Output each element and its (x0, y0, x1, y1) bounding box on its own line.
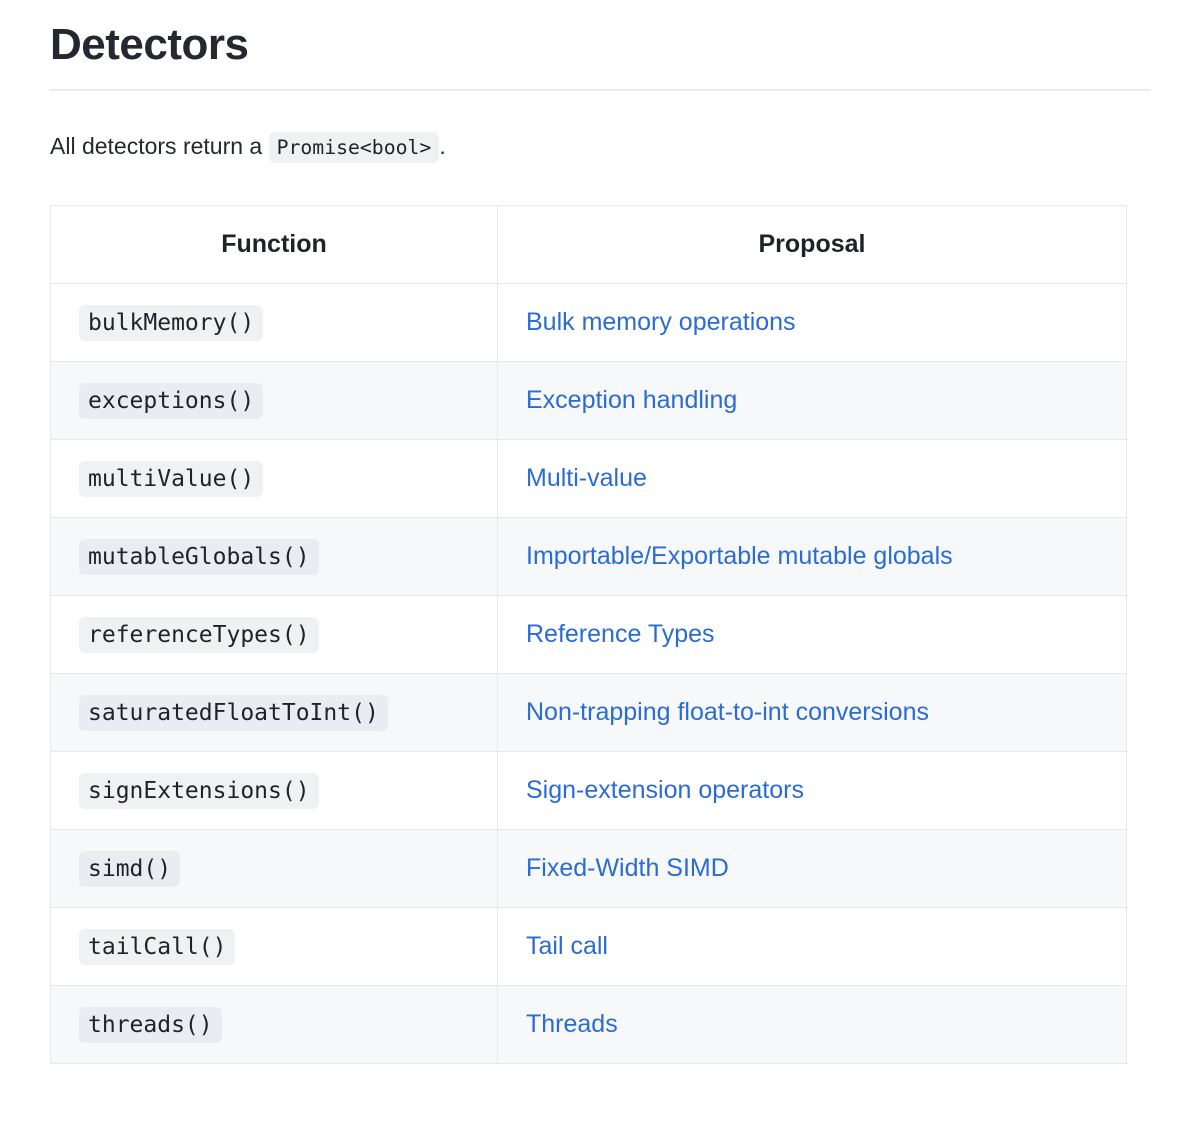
function-cell: exceptions() (50, 361, 498, 441)
table-head: Function Proposal (50, 205, 1127, 285)
function-code-chip: mutableGlobals() (79, 538, 319, 575)
table-row: threads() Threads (50, 985, 1127, 1065)
proposal-cell: Exception handling (497, 361, 1127, 441)
detectors-table: Function Proposal bulkMemory() Bulk memor… (50, 205, 1127, 1065)
function-code-chip: tailCall() (79, 928, 236, 965)
table-body: bulkMemory() Bulk memory operations except… (50, 283, 1127, 1065)
intro-text: All detectors return a (50, 132, 263, 159)
function-code-chip: exceptions() (79, 382, 264, 419)
function-cell: tailCall() (50, 907, 498, 987)
table-row: exceptions() Exception handling (50, 361, 1127, 441)
proposal-link[interactable]: Reference Types (526, 620, 715, 649)
function-code-chip: simd() (79, 850, 181, 887)
proposal-cell: Non-trapping float-to-int conversions (497, 673, 1127, 753)
proposal-cell: Fixed-Width SIMD (497, 829, 1127, 909)
proposal-cell: Threads (497, 985, 1127, 1065)
function-cell: bulkMemory() (50, 283, 498, 363)
table-row: simd() Fixed-Width SIMD (50, 829, 1127, 909)
function-code-chip: multiValue() (79, 460, 264, 497)
proposal-link[interactable]: Bulk memory operations (526, 308, 796, 337)
proposal-cell: Sign-extension operators (497, 751, 1127, 831)
proposal-cell: Tail call (497, 907, 1127, 987)
proposal-link[interactable]: Fixed-Width SIMD (526, 854, 729, 883)
function-cell: referenceTypes() (50, 595, 498, 675)
proposal-cell: Importable/Exportable mutable globals (497, 517, 1127, 597)
table-row: multiValue() Multi-value (50, 439, 1127, 519)
inline-code-promise-bool: Promise<bool> (268, 131, 440, 163)
proposal-cell: Reference Types (497, 595, 1127, 675)
proposal-link[interactable]: Sign-extension operators (526, 776, 804, 805)
page-title: Detectors (50, 20, 1150, 91)
proposal-link[interactable]: Threads (526, 1010, 618, 1039)
function-code-chip: threads() (79, 1006, 222, 1043)
proposal-link[interactable]: Multi-value (526, 464, 647, 493)
table-header-row: Function Proposal (50, 205, 1127, 285)
proposal-link[interactable]: Tail call (526, 932, 608, 961)
table-row: bulkMemory() Bulk memory operations (50, 283, 1127, 363)
function-cell: threads() (50, 985, 498, 1065)
table-row: mutableGlobals() Importable/Exportable mu… (50, 517, 1127, 597)
table-row: saturatedFloatToInt() Non-trapping float-… (50, 673, 1127, 753)
intro-paragraph: All detectors return a Promise<bool>. (50, 129, 1150, 164)
intro-period: . (439, 132, 446, 159)
column-header-function: Function (50, 205, 498, 285)
function-cell: saturatedFloatToInt() (50, 673, 498, 753)
proposal-link[interactable]: Exception handling (526, 386, 738, 415)
function-code-chip: bulkMemory() (79, 304, 264, 341)
column-header-proposal: Proposal (497, 205, 1127, 285)
table-row: tailCall() Tail call (50, 907, 1127, 987)
function-cell: simd() (50, 829, 498, 909)
table-row: referenceTypes() Reference Types (50, 595, 1127, 675)
proposal-cell: Bulk memory operations (497, 283, 1127, 363)
function-cell: mutableGlobals() (50, 517, 498, 597)
function-code-chip: signExtensions() (79, 772, 319, 809)
proposal-link[interactable]: Importable/Exportable mutable globals (526, 542, 953, 571)
proposal-cell: Multi-value (497, 439, 1127, 519)
proposal-link[interactable]: Non-trapping float-to-int conversions (526, 698, 929, 727)
table-row: signExtensions() Sign-extension operators (50, 751, 1127, 831)
page-content: Detectors All detectors return a Promise… (0, 20, 1200, 1065)
function-code-chip: saturatedFloatToInt() (79, 694, 388, 731)
function-cell: signExtensions() (50, 751, 498, 831)
function-code-chip: referenceTypes() (79, 616, 319, 653)
function-cell: multiValue() (50, 439, 498, 519)
